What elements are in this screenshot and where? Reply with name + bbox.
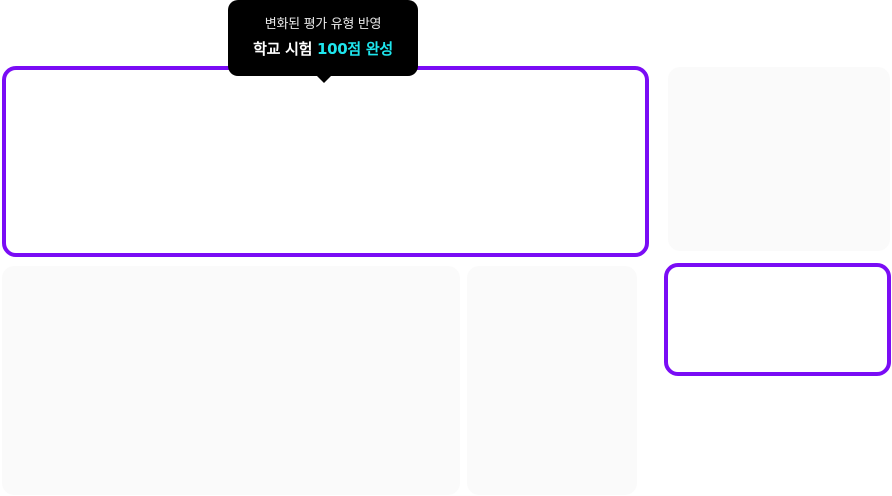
highlighted-right-card[interactable] [664, 263, 891, 376]
highlighted-main-card[interactable] [2, 66, 649, 257]
tooltip-subtitle: 변화된 평가 유형 반영 [264, 17, 382, 32]
tooltip-title-prefix: 학교 시험 [253, 40, 317, 58]
tooltip-title-highlight: 100점 완성 [317, 40, 393, 58]
feature-tooltip: 변화된 평가 유형 반영 학교 시험 100점 완성 [228, 0, 418, 83]
tooltip-title: 학교 시험 100점 완성 [253, 38, 393, 60]
bottom-middle-card[interactable] [467, 266, 637, 495]
bottom-left-card[interactable] [2, 266, 460, 495]
right-top-card[interactable] [668, 67, 890, 251]
